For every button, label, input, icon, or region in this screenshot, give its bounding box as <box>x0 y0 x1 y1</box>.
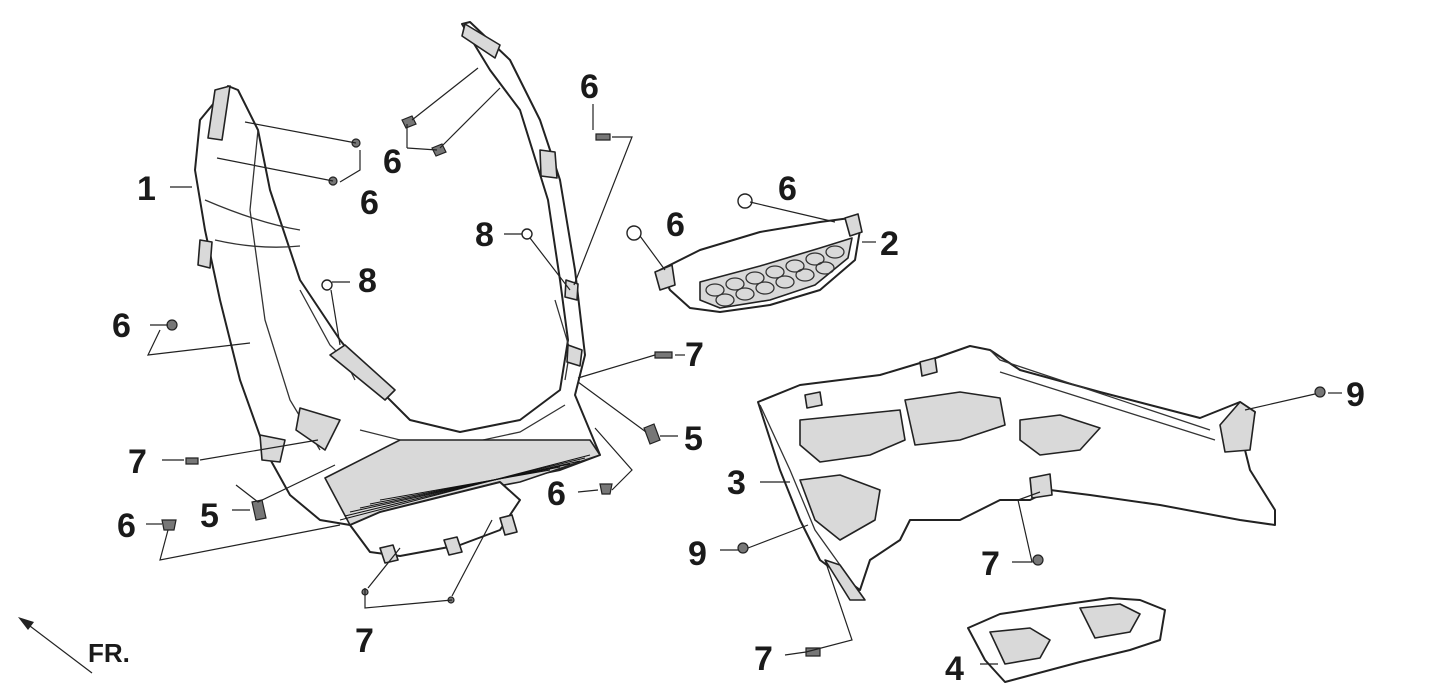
callout-nut-9: 9 <box>688 535 707 573</box>
callout-clip-5: 5 <box>200 497 219 535</box>
callout-screw-6: 6 <box>383 143 402 181</box>
washer-icon <box>626 225 642 241</box>
callout-pin-7: 7 <box>685 336 704 374</box>
callout-labels: 1 2 3 4 6 6 6 6 6 6 6 6 8 8 7 7 7 7 7 5 … <box>88 68 1365 688</box>
callout-screw-6: 6 <box>117 507 136 545</box>
direction-arrow-shaft <box>21 619 93 674</box>
screw-icon <box>166 319 178 331</box>
part-2-grille-panel <box>654 213 863 313</box>
part-1-inner-front-cover <box>194 21 601 564</box>
pin-icon <box>185 457 199 465</box>
callout-pin-7: 7 <box>981 545 1000 583</box>
screw-icon <box>599 483 613 495</box>
callout-screw-6: 6 <box>666 206 685 244</box>
callout-screw-6: 6 <box>580 68 599 106</box>
callout-pin-7: 7 <box>754 640 773 678</box>
direction-arrow-head <box>18 617 34 630</box>
clip-icon <box>251 499 267 521</box>
callout-nut-9: 9 <box>1346 376 1365 414</box>
callout-part-1: 1 <box>137 170 156 208</box>
screw-icon <box>595 133 611 141</box>
pin-icon <box>805 647 821 657</box>
callout-part-3: 3 <box>727 464 746 502</box>
clip-icon <box>643 423 661 445</box>
pin-icon <box>654 351 673 359</box>
callout-screw-6: 6 <box>547 475 566 513</box>
callout-screw-6: 6 <box>778 170 797 208</box>
nut-icon <box>737 542 749 554</box>
callout-grommet-8: 8 <box>475 216 494 254</box>
callout-clip-5: 5 <box>684 420 703 458</box>
front-direction-label: FR. <box>88 638 130 668</box>
callout-grommet-8: 8 <box>358 262 377 300</box>
nut-icon <box>1314 386 1326 398</box>
callout-part-2: 2 <box>880 225 899 263</box>
callout-screw-6: 6 <box>112 307 131 345</box>
hardware <box>161 115 1326 657</box>
screw-icon <box>161 519 177 531</box>
screw-icon <box>431 143 447 157</box>
leader-lines <box>18 67 1342 674</box>
part-3-inner-lower-panel <box>757 345 1276 601</box>
callout-screw-6: 6 <box>360 184 379 222</box>
washer-icon <box>737 193 753 209</box>
callout-pin-7: 7 <box>128 443 147 481</box>
pin-icon <box>1032 554 1044 566</box>
part-4-tray <box>967 597 1166 683</box>
callout-part-4: 4 <box>945 650 964 688</box>
callout-pin-7: 7 <box>355 622 374 660</box>
grommet-icon <box>321 279 333 291</box>
grommet-icon <box>521 228 533 240</box>
